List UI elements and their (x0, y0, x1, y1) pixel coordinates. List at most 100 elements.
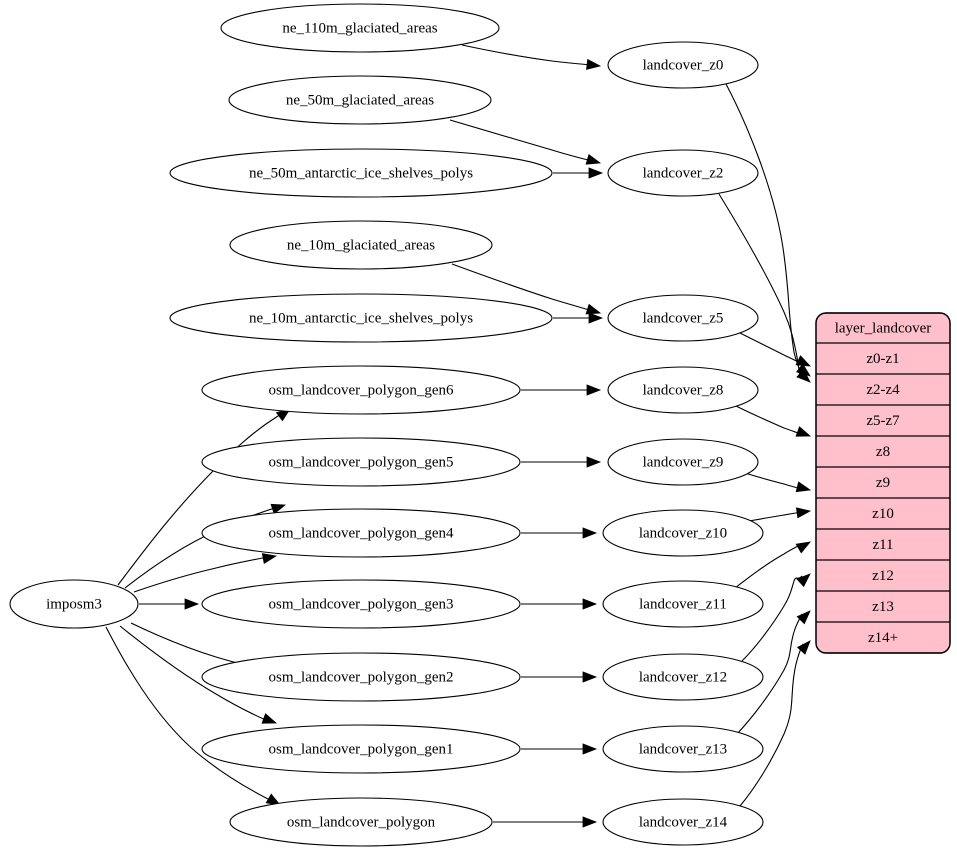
arrowhead-landcover_z2b (588, 167, 604, 179)
node-landcover_z8[interactable]: landcover_z8 (607, 366, 759, 414)
node-landcover_z9[interactable]: landcover_z9 (607, 438, 759, 486)
table-outline (815, 312, 951, 654)
node-shape-osm_landcover_polygon_gen6 (201, 365, 521, 415)
arrowhead-landcover_z2a (585, 153, 602, 165)
arrowhead-group-landcover_z9 (586, 456, 602, 468)
edge-landcover_z14-to-row_z14+ (739, 643, 804, 807)
arrowhead-landcover_z5b (588, 312, 604, 324)
edge-landcover_z9-to-row_z9 (744, 472, 802, 490)
arrowhead-row_z12 (796, 573, 811, 588)
node-landcover_z12[interactable]: landcover_z12 (602, 653, 764, 701)
node-shape-osm_landcover_polygon_gen3 (201, 579, 521, 629)
arrowhead-group-row_z13 (796, 610, 811, 625)
arrowhead-row_z14+ (796, 640, 811, 655)
arrowhead-group-osm_landcover_polygon_gen3 (184, 598, 200, 610)
table-row-z2-z4[interactable] (816, 374, 950, 405)
arrowhead-group-landcover_z2b (588, 167, 604, 179)
layer-landcover-table[interactable]: layer_landcoverz0-z1z2-z4z5-z7z8z9z10z11… (815, 312, 951, 654)
node-landcover_z2[interactable]: landcover_z2 (607, 149, 759, 197)
arrowhead-osm_landcover_polygon_gen5 (270, 503, 287, 515)
arrowhead-row_z10 (795, 507, 812, 519)
arrowhead-row_z13 (796, 610, 811, 625)
arrowhead-landcover_z11 (582, 598, 598, 610)
arrowhead-group-osm_landcover_polygon_gen1 (261, 713, 278, 724)
node-shape-landcover_z11 (602, 580, 764, 628)
node-shape-landcover_z12 (602, 653, 764, 701)
node-landcover_z10[interactable]: landcover_z10 (602, 509, 764, 557)
node-shape-landcover_z5 (607, 294, 759, 342)
node-shape-ne_50m_antarctic_ice_shelves_polys (169, 148, 553, 198)
node-ne_10m_glaciated_areas[interactable]: ne_10m_glaciated_areas (229, 220, 493, 270)
table-row-z5-z7[interactable] (816, 405, 950, 436)
arrowhead-landcover_z5a (585, 303, 602, 315)
arrowhead-group-landcover_z0 (586, 58, 602, 70)
arrowhead-group-row_z9 (795, 481, 812, 493)
node-osm_landcover_polygon_gen3[interactable]: osm_landcover_polygon_gen3 (201, 579, 521, 629)
table-row-z12[interactable] (816, 560, 950, 591)
arrowhead-row_z5-z7 (795, 355, 812, 367)
node-shape-osm_landcover_polygon_gen4 (201, 508, 521, 558)
node-shape-landcover_z8 (607, 366, 759, 414)
arrowhead-group-osm_landcover_polygon_gen4 (261, 553, 278, 565)
arrowhead-landcover_z13 (582, 743, 598, 755)
table-row-z11[interactable] (816, 529, 950, 560)
node-ne_50m_antarctic_ice_shelves_polys[interactable]: ne_50m_antarctic_ice_shelves_polys (169, 148, 553, 198)
arrowhead-group-landcover_z10 (582, 527, 598, 539)
table-row-z14+[interactable] (816, 622, 950, 653)
node-shape-landcover_z9 (607, 438, 759, 486)
node-shape-landcover_z14 (602, 798, 764, 846)
arrowhead-group-landcover_z5a (585, 303, 602, 315)
arrowhead-row_z9 (795, 481, 812, 493)
node-osm_landcover_polygon_gen1[interactable]: osm_landcover_polygon_gen1 (201, 724, 521, 774)
node-landcover_z0[interactable]: landcover_z0 (607, 41, 759, 89)
arrowhead-group-row_z12 (796, 573, 811, 588)
node-landcover_z11[interactable]: landcover_z11 (602, 580, 764, 628)
table-row-z8[interactable] (816, 436, 950, 467)
arrowhead-group-landcover_z5b (588, 312, 604, 324)
edge-imposm3-to-osm_landcover_polygon_gen1 (119, 625, 269, 722)
arrowhead-group-osm_landcover_polygon_gen5 (270, 503, 287, 515)
table-row-z0-z1[interactable] (816, 343, 950, 374)
arrowhead-group-landcover_z2a (585, 153, 602, 165)
arrowhead-row_z2-z4 (796, 368, 811, 383)
arrowhead-landcover_z9 (586, 456, 602, 468)
edge-landcover_z13-to-row_z13 (736, 613, 803, 735)
edge-landcover_z2-to-row_z2-z4 (718, 193, 801, 377)
node-ne_10m_antarctic_ice_shelves_polys[interactable]: ne_10m_antarctic_ice_shelves_polys (169, 293, 553, 343)
node-osm_landcover_polygon_gen5[interactable]: osm_landcover_polygon_gen5 (201, 437, 521, 487)
node-osm_landcover_polygon[interactable]: osm_landcover_polygon (229, 797, 493, 847)
node-osm_landcover_polygon_gen6[interactable]: osm_landcover_polygon_gen6 (201, 365, 521, 415)
node-ne_110m_glaciated_areas[interactable]: ne_110m_glaciated_areas (220, 3, 500, 53)
edge-ne_50m_glaciated_areas-to-landcover_z2 (449, 119, 593, 162)
node-osm_landcover_polygon_gen2[interactable]: osm_landcover_polygon_gen2 (201, 652, 521, 702)
node-imposm3[interactable]: imposm3 (9, 579, 139, 629)
arrowhead-row_z8 (795, 426, 812, 437)
edge-landcover_z8-to-row_z8 (735, 405, 802, 435)
node-ne_50m_glaciated_areas[interactable]: ne_50m_glaciated_areas (228, 75, 492, 125)
edge-landcover_z11-to-row_z11 (734, 543, 803, 589)
arrowhead-group-row_z5-z7 (795, 355, 812, 367)
node-shape-ne_10m_antarctic_ice_shelves_polys (169, 293, 553, 343)
node-shape-osm_landcover_polygon_gen2 (201, 652, 521, 702)
table-row-z9[interactable] (816, 467, 950, 498)
arrowhead-landcover_z14 (582, 816, 598, 828)
table-row-z13[interactable] (816, 591, 950, 622)
arrowhead-group-landcover_z11 (582, 598, 598, 610)
node-shape-osm_landcover_polygon_gen5 (201, 437, 521, 487)
arrowhead-osm_landcover_polygon_gen1 (261, 713, 278, 724)
node-landcover_z13[interactable]: landcover_z13 (602, 725, 764, 773)
arrowhead-group-row_z10 (795, 507, 812, 519)
edge-imposm3-to-osm_landcover_polygon_gen4 (133, 556, 269, 593)
edges-layer (105, 44, 804, 823)
node-osm_landcover_polygon_gen4[interactable]: osm_landcover_polygon_gen4 (201, 508, 521, 558)
table-row-z10[interactable] (816, 498, 950, 529)
node-landcover_z5[interactable]: landcover_z5 (607, 294, 759, 342)
edge-ne_110m_glaciated_areas-to-landcover_z0 (461, 44, 593, 66)
node-landcover_z14[interactable]: landcover_z14 (602, 798, 764, 846)
arrowhead-group-row_z11 (795, 541, 811, 554)
node-shape-osm_landcover_polygon (229, 797, 493, 847)
arrowhead-group-landcover_z13 (582, 743, 598, 755)
node-shape-landcover_z13 (602, 725, 764, 773)
edge-landcover_z12-to-row_z12 (741, 575, 803, 662)
